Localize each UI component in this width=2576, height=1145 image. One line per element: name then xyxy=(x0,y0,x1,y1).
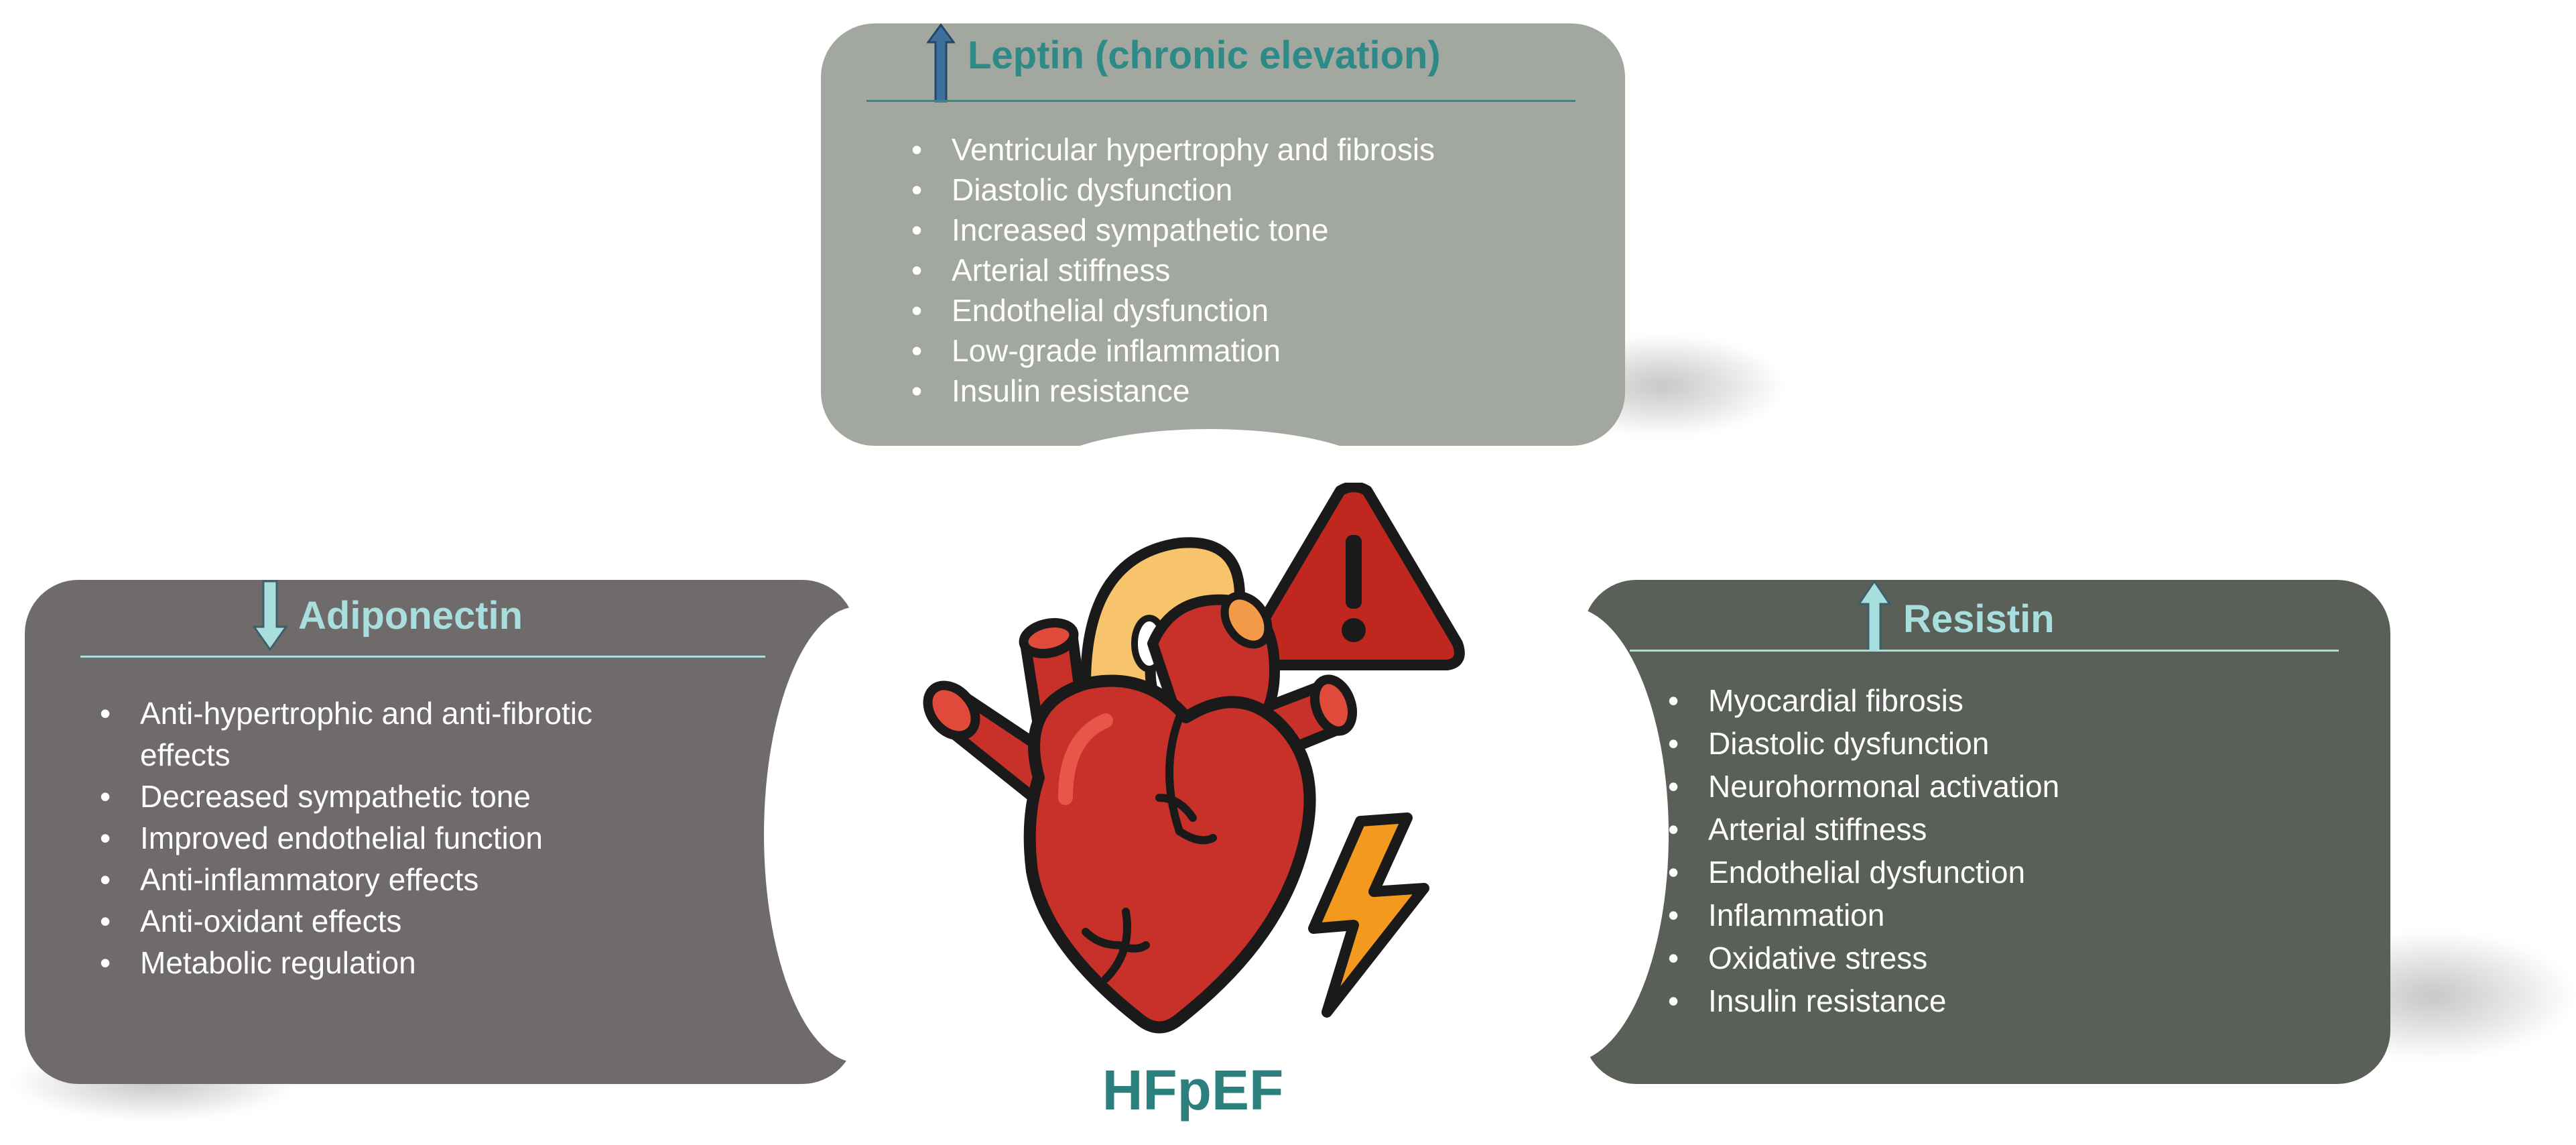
list-item: Anti-hypertrophic and anti-fibrotic effe… xyxy=(99,692,675,776)
list-item: Myocardial fibrosis xyxy=(1667,679,2337,722)
adiponectin-panel-scoop xyxy=(764,607,952,1063)
adiponectin-effects-list: Anti-hypertrophic and anti-fibrotic effe… xyxy=(99,692,675,983)
resistin-title: Resistin xyxy=(1903,597,2055,641)
list-item: Arterial stiffness xyxy=(1667,808,2337,851)
list-item: Diastolic dysfunction xyxy=(910,170,1580,210)
list-item: Insulin resistance xyxy=(1667,979,2337,1022)
arrow-up-icon xyxy=(1858,580,1891,652)
resistin-effects-list: Myocardial fibrosis Diastolic dysfunctio… xyxy=(1667,679,2337,1022)
list-item: Anti-inflammatory effects xyxy=(99,859,675,900)
list-item: Neurohormonal activation xyxy=(1667,765,2337,808)
warning-icon xyxy=(1242,481,1465,670)
list-item: Arterial stiffness xyxy=(910,250,1580,290)
adiponectin-title: Adiponectin xyxy=(298,594,523,638)
leptin-panel: Leptin (chronic elevation) Ventricular h… xyxy=(821,23,1625,446)
heart-icon xyxy=(923,537,1358,1034)
list-item: Endothelial dysfunction xyxy=(1667,851,2337,894)
leptin-effects-list: Ventricular hypertrophy and fibrosis Dia… xyxy=(910,129,1580,411)
arrow-up-icon xyxy=(927,23,955,103)
list-item: Diastolic dysfunction xyxy=(1667,722,2337,765)
heart-illustration xyxy=(864,481,1508,1073)
hfpef-label: HFpEF xyxy=(1102,1059,1284,1122)
leptin-divider xyxy=(866,100,1575,102)
resistin-divider xyxy=(1630,650,2339,652)
list-item: Anti-oxidant effects xyxy=(99,900,675,942)
resistin-panel: Resistin Myocardial fibrosis Diastolic d… xyxy=(1583,580,2390,1084)
list-item: Increased sympathetic tone xyxy=(910,210,1580,250)
adiponectin-panel: Adiponectin Anti-hypertrophic and anti-f… xyxy=(25,580,856,1084)
list-item: Low-grade inflammation xyxy=(910,330,1580,371)
list-item: Oxidative stress xyxy=(1667,937,2337,979)
list-item: Inflammation xyxy=(1667,894,2337,937)
lightning-icon xyxy=(1308,812,1429,1018)
list-item: Decreased sympathetic tone xyxy=(99,776,675,817)
list-item: Ventricular hypertrophy and fibrosis xyxy=(910,129,1580,170)
leptin-title: Leptin (chronic elevation) xyxy=(968,34,1441,77)
list-item: Insulin resistance xyxy=(910,371,1580,411)
arrow-down-icon xyxy=(253,580,287,651)
list-item: Metabolic regulation xyxy=(99,942,675,983)
list-item: Improved endothelial function xyxy=(99,817,675,859)
list-item: Endothelial dysfunction xyxy=(910,290,1580,330)
resistin-panel-scoop xyxy=(1468,607,1669,1063)
adiponectin-divider xyxy=(80,656,765,658)
